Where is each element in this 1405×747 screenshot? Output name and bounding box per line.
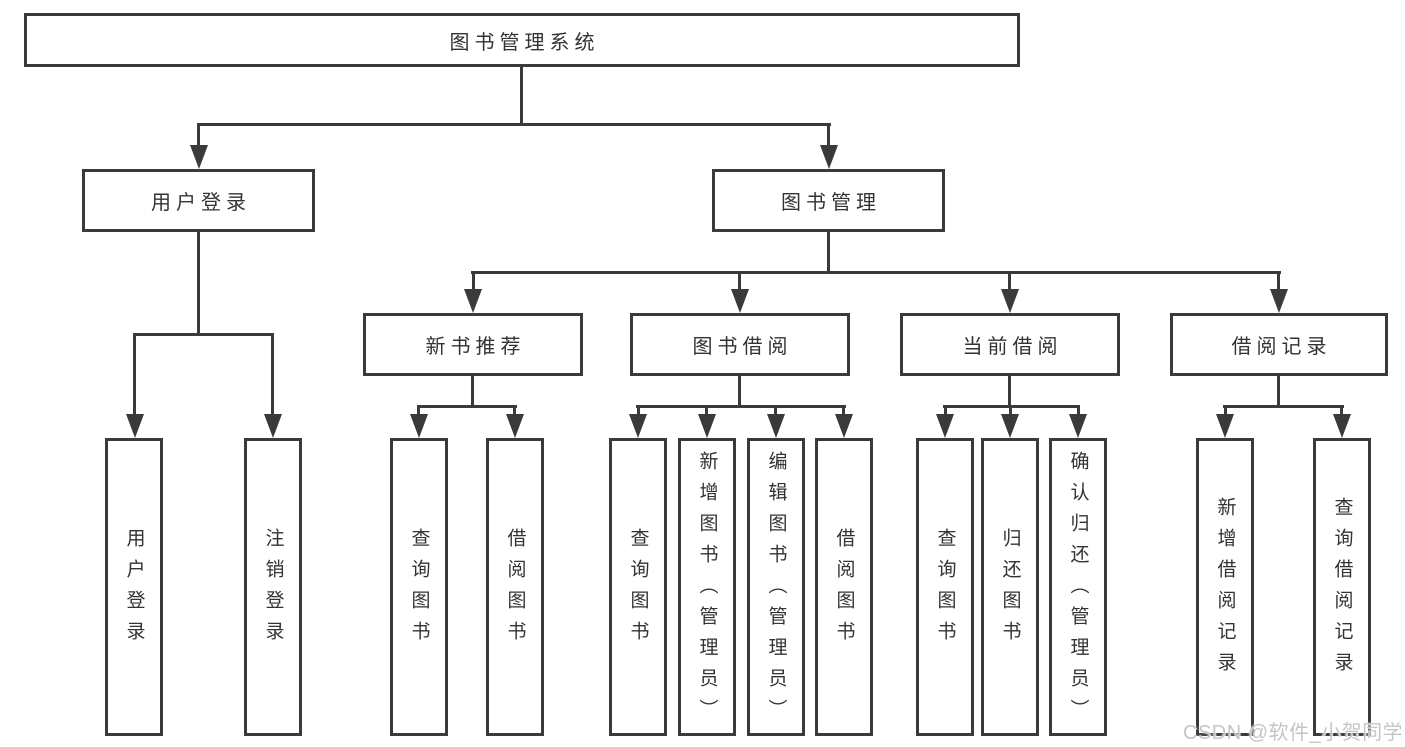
- node-borrow-books-borrowing: 借阅图书: [815, 438, 873, 736]
- arrowhead-icon: [506, 414, 524, 438]
- arrowhead-icon: [820, 145, 838, 169]
- node-query-books-recommend: 查询图书: [390, 438, 448, 736]
- connector-line: [738, 376, 741, 408]
- node-confirm-return-admin: 确认归还（管理员）: [1049, 438, 1107, 736]
- node-add-borrow-record: 新增借阅记录: [1196, 438, 1254, 736]
- arrowhead-icon: [731, 289, 749, 313]
- arrowhead-icon: [1270, 289, 1288, 313]
- node-query-borrow-record: 查询借阅记录: [1313, 438, 1371, 736]
- arrowhead-icon: [264, 414, 282, 438]
- node-user-login-action: 用户登录: [105, 438, 163, 736]
- connector-line: [944, 405, 947, 418]
- arrowhead-icon: [190, 145, 208, 169]
- node-return-book: 归还图书: [981, 438, 1039, 736]
- connector-line: [417, 405, 420, 418]
- node-book-management: 图书管理: [712, 169, 945, 232]
- node-add-book-admin: 新增图书（管理员）: [678, 438, 736, 736]
- connector-line: [1340, 405, 1343, 418]
- arrowhead-icon: [936, 414, 954, 438]
- connector-line: [513, 405, 516, 418]
- node-logout-action: 注销登录: [244, 438, 302, 736]
- arrowhead-icon: [835, 414, 853, 438]
- connector-line: [1223, 405, 1344, 408]
- connector-line: [774, 405, 777, 418]
- arrowhead-icon: [1333, 414, 1351, 438]
- arrowhead-icon: [410, 414, 428, 438]
- node-borrow-books-recommend: 借阅图书: [486, 438, 544, 736]
- node-borrowing-records: 借阅记录: [1170, 313, 1388, 376]
- arrowhead-icon: [698, 414, 716, 438]
- connector-line: [197, 123, 831, 126]
- node-current-borrowing: 当前借阅: [900, 313, 1120, 376]
- connector-line: [471, 376, 474, 408]
- connector-line: [1077, 405, 1080, 418]
- node-edit-book-admin: 编辑图书（管理员）: [747, 438, 805, 736]
- connector-line: [133, 333, 274, 336]
- arrowhead-icon: [1069, 414, 1087, 438]
- connector-line: [271, 333, 274, 417]
- arrowhead-icon: [1216, 414, 1234, 438]
- node-book-borrowing: 图书借阅: [630, 313, 850, 376]
- connector-line: [1277, 376, 1280, 408]
- connector-line: [637, 405, 640, 418]
- connector-line: [738, 271, 741, 293]
- connector-line: [842, 405, 845, 418]
- node-query-books-current: 查询图书: [916, 438, 974, 736]
- arrowhead-icon: [767, 414, 785, 438]
- connector-line: [197, 123, 200, 149]
- csdn-watermark: CSDN @软件_小贺同学: [1183, 722, 1404, 744]
- connector-line: [1008, 271, 1011, 293]
- connector-line: [1009, 405, 1012, 418]
- connector-line: [636, 405, 846, 408]
- connector-line: [471, 271, 1281, 274]
- connector-line: [472, 271, 475, 293]
- connector-line: [520, 67, 523, 126]
- arrowhead-icon: [464, 289, 482, 313]
- arrowhead-icon: [629, 414, 647, 438]
- connector-line: [827, 232, 830, 274]
- arrowhead-icon: [1001, 414, 1019, 438]
- connector-line: [1224, 405, 1227, 418]
- node-new-book-recommendation: 新书推荐: [363, 313, 583, 376]
- connector-line: [1277, 271, 1280, 293]
- connector-line: [197, 232, 200, 336]
- connector-line: [1008, 376, 1011, 408]
- connector-line: [827, 123, 830, 149]
- node-user-login: 用户登录: [82, 169, 315, 232]
- connector-line: [133, 333, 136, 417]
- arrowhead-icon: [126, 414, 144, 438]
- connector-line: [705, 405, 708, 418]
- node-library-management-system: 图书管理系统: [24, 13, 1020, 67]
- arrowhead-icon: [1001, 289, 1019, 313]
- node-query-books-borrowing: 查询图书: [609, 438, 667, 736]
- connector-line: [417, 405, 517, 408]
